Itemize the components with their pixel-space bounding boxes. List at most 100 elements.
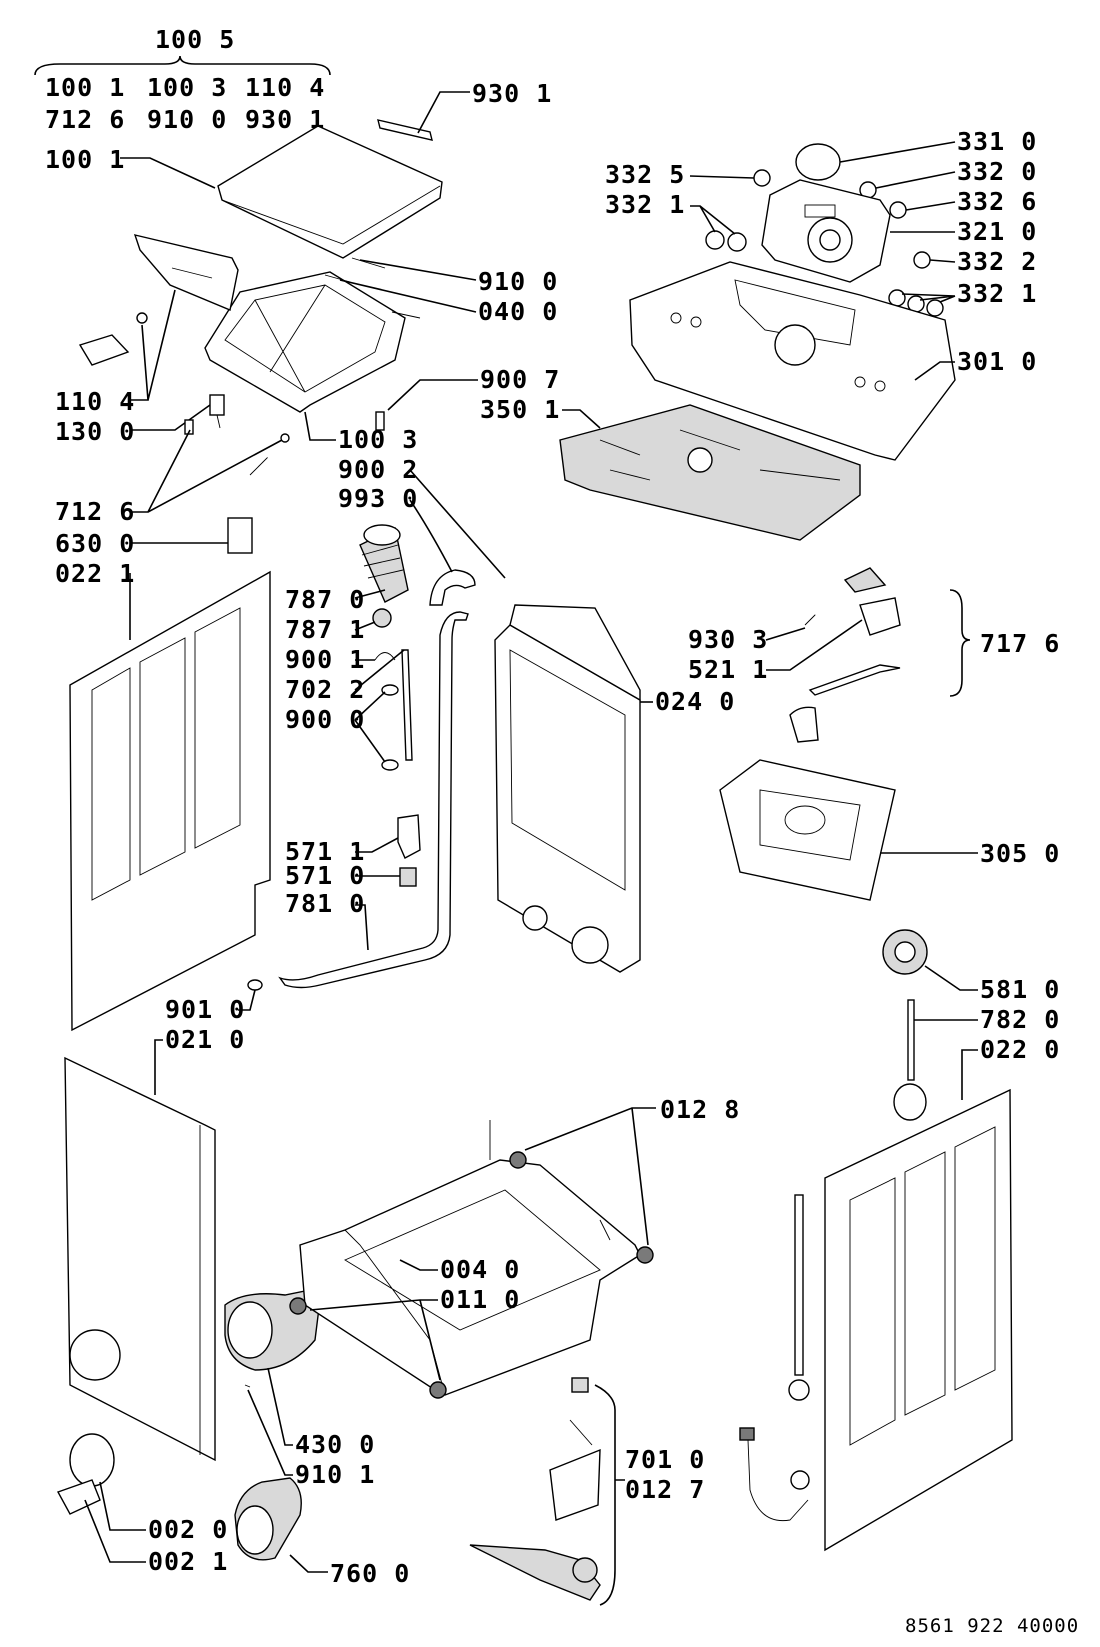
leader-lid: [120, 157, 216, 189]
bellows-grid-part: [372, 608, 392, 628]
leader-clamp-a: [409, 469, 506, 579]
label-lid-strip: 930 1: [472, 79, 552, 108]
label-back-frame: 024 0: [655, 687, 735, 716]
label-lock-lever: 521 1: [688, 655, 768, 684]
lid-part: [217, 125, 443, 259]
label-valve-cover: 571 1: [285, 837, 365, 866]
label-small-block: 630 0: [55, 529, 135, 558]
leader-screw-pin: [387, 379, 478, 411]
label-clamp-a: 900 2: [338, 455, 418, 484]
label-front-trim: 110 4: [55, 387, 135, 416]
label-bellows: 787 0: [285, 585, 365, 614]
label-knob-cap-c: 332 1: [605, 190, 685, 219]
label-group-row1-a: 100 1: [45, 73, 125, 102]
lock-group-brace: [949, 589, 971, 697]
label-lock-group: 717 6: [980, 629, 1060, 658]
label-valve: 571 0: [285, 861, 365, 890]
leader-knob-cap-c: [690, 205, 736, 235]
label-filter-cap: 002 0: [148, 1515, 228, 1544]
leader-spring: [130, 429, 283, 513]
label-front-panel: 021 0: [165, 1025, 245, 1054]
leader-right-panel: [961, 1049, 978, 1100]
back-frame-part: [494, 604, 641, 973]
label-clamps: 900 0: [285, 705, 365, 734]
latch-part: [78, 312, 148, 366]
hose-clamp-part: [247, 979, 263, 991]
label-screw-pin: 900 7: [480, 365, 560, 394]
right-panel-part: [788, 1088, 1013, 1552]
label-console: 301 0: [957, 347, 1037, 376]
knob-cap-e-part: [913, 251, 931, 269]
label-drain-hose: 781 0: [285, 889, 365, 918]
leader-tube: [354, 649, 405, 691]
front-panel-part: [64, 1056, 216, 1462]
label-axle: 782 0: [980, 1005, 1060, 1034]
label-base-frame: 004 0: [440, 1255, 520, 1284]
knob-cap-a-part: [753, 169, 771, 187]
label-lid: 100 1: [45, 145, 125, 174]
panel-face-part: [761, 179, 891, 283]
knob-cap-c-part: [705, 230, 747, 252]
drain-hose-part: [278, 611, 469, 989]
label-bellows-grid: 787 1: [285, 615, 365, 644]
wheel-kit-hose-part: [739, 1427, 810, 1522]
label-group-row2-a: 712 6: [45, 105, 125, 134]
front-trim-part: [133, 234, 239, 311]
label-label-sticker: 305 0: [980, 839, 1060, 868]
valve-part: [399, 867, 417, 887]
group-brace: [34, 55, 331, 76]
left-panel-part: [69, 570, 271, 1032]
label-sticker-part: [719, 759, 896, 901]
console-part: [629, 261, 956, 461]
leader-filter-item: [289, 1554, 328, 1573]
leader-bellows: [354, 589, 386, 599]
filter-cap-part: [69, 1433, 115, 1487]
knob-part: [795, 143, 841, 181]
hinge-part: [209, 394, 225, 429]
leader-knob: [839, 141, 956, 163]
label-wheel-kit-b: 012 7: [625, 1475, 705, 1504]
filter-door-part: [56, 1479, 101, 1515]
lock-group-parts: [789, 567, 901, 743]
label-left-panel: 022 1: [55, 559, 135, 588]
leader-clamps: [354, 691, 386, 763]
label-pipe-bend: 993 0: [338, 484, 418, 513]
lid-strip-part: [377, 91, 470, 141]
label-lid-fasteners: 910 0: [478, 267, 558, 296]
leader-front-trim: [130, 289, 176, 401]
label-tube: 702 2: [285, 675, 365, 704]
wheel-kit-part: [469, 1377, 601, 1601]
leader-frame-top: [304, 411, 336, 441]
label-knob-cap-d: 332 6: [957, 187, 1037, 216]
label-knob: 331 0: [957, 127, 1037, 156]
label-wheel-kit: 701 0: [625, 1445, 705, 1474]
leader-lock-spring: [765, 627, 806, 641]
label-filter: 760 0: [330, 1559, 410, 1588]
leader-knob-cap-b: [875, 171, 956, 189]
label-group-row1-b: 100 3: [147, 73, 227, 102]
base-frame-part: [289, 1120, 654, 1399]
leader-hose-clamp: [238, 989, 256, 1011]
valve-cover-part: [397, 814, 421, 859]
leader-knob-cap-f: [901, 293, 956, 303]
label-knob-cap-a: 332 5: [605, 160, 685, 189]
leader-wheel: [924, 965, 978, 991]
leader-filter: [84, 1481, 146, 1563]
filter-part: [234, 1477, 302, 1561]
leader-feet-a: [524, 1107, 656, 1246]
small-block-part: [227, 517, 253, 554]
label-knob-cap-f: 332 1: [957, 279, 1037, 308]
footer-code: 8561 922 40000: [905, 1615, 1079, 1637]
knob-cap-f-part: [888, 289, 944, 317]
leader-knob-cap-d: [905, 201, 956, 211]
knob-cap-d-part: [889, 201, 907, 219]
label-group-row2-b: 910 0: [147, 105, 227, 134]
leader-knob-cap-a: [689, 175, 755, 179]
label-clip: 900 1: [285, 645, 365, 674]
wheel-part: [882, 929, 928, 975]
label-right-panel: 022 0: [980, 1035, 1060, 1064]
screw-pin-part: [375, 411, 385, 431]
label-top-group: 100 5: [155, 25, 235, 54]
axle-part: [893, 999, 927, 1121]
